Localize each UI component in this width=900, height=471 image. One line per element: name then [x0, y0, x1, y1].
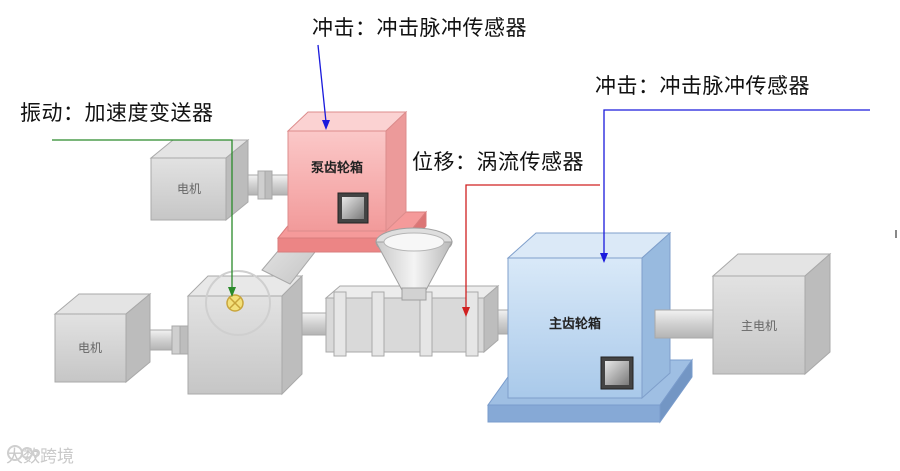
main-motor: 主电机 — [711, 252, 832, 376]
motor-top: 电机 — [149, 138, 250, 222]
leader-impact-top — [317, 44, 330, 130]
hopper-funnel — [375, 227, 453, 301]
vibration-sensor-icon — [226, 294, 244, 312]
annotation-impact-right: 冲击：冲击脉冲传感器 — [595, 74, 810, 98]
watermark: 大数跨境 — [6, 442, 74, 467]
watermark-logo-icon — [7, 445, 40, 461]
main-gearbox-label: 主齿轮箱 — [549, 316, 601, 332]
main-motor-label: 主电机 — [741, 319, 777, 333]
motor-left-label: 电机 — [78, 341, 102, 355]
main-gearbox-sensor-window — [600, 356, 634, 390]
pump-gearbox-label: 泵齿轮箱 — [311, 160, 363, 176]
pump-gearbox-sensor-window — [337, 192, 369, 224]
motor-top-label: 电机 — [177, 182, 201, 196]
leader-displacement — [462, 184, 600, 317]
motor-left-coupling — [149, 325, 189, 355]
main-motor-shaft — [654, 309, 718, 339]
annotation-vibration: 振动：加速度变送器 — [20, 101, 214, 125]
edge-mark — [895, 230, 897, 238]
pump-gearbox: 泵齿轮箱 — [276, 110, 428, 254]
annotation-impact-top: 冲击：冲击脉冲传感器 — [312, 16, 527, 40]
main-gearbox: 主齿轮箱 — [506, 231, 672, 400]
left-gearbox — [186, 270, 304, 396]
motor-left: 电机 — [53, 292, 152, 384]
leader-impact-right — [600, 109, 870, 263]
bearing-circle — [205, 270, 271, 336]
motor-top-coupling — [247, 170, 289, 200]
leader-vibration — [52, 139, 236, 297]
annotation-displacement: 位移：涡流传感器 — [412, 150, 584, 174]
